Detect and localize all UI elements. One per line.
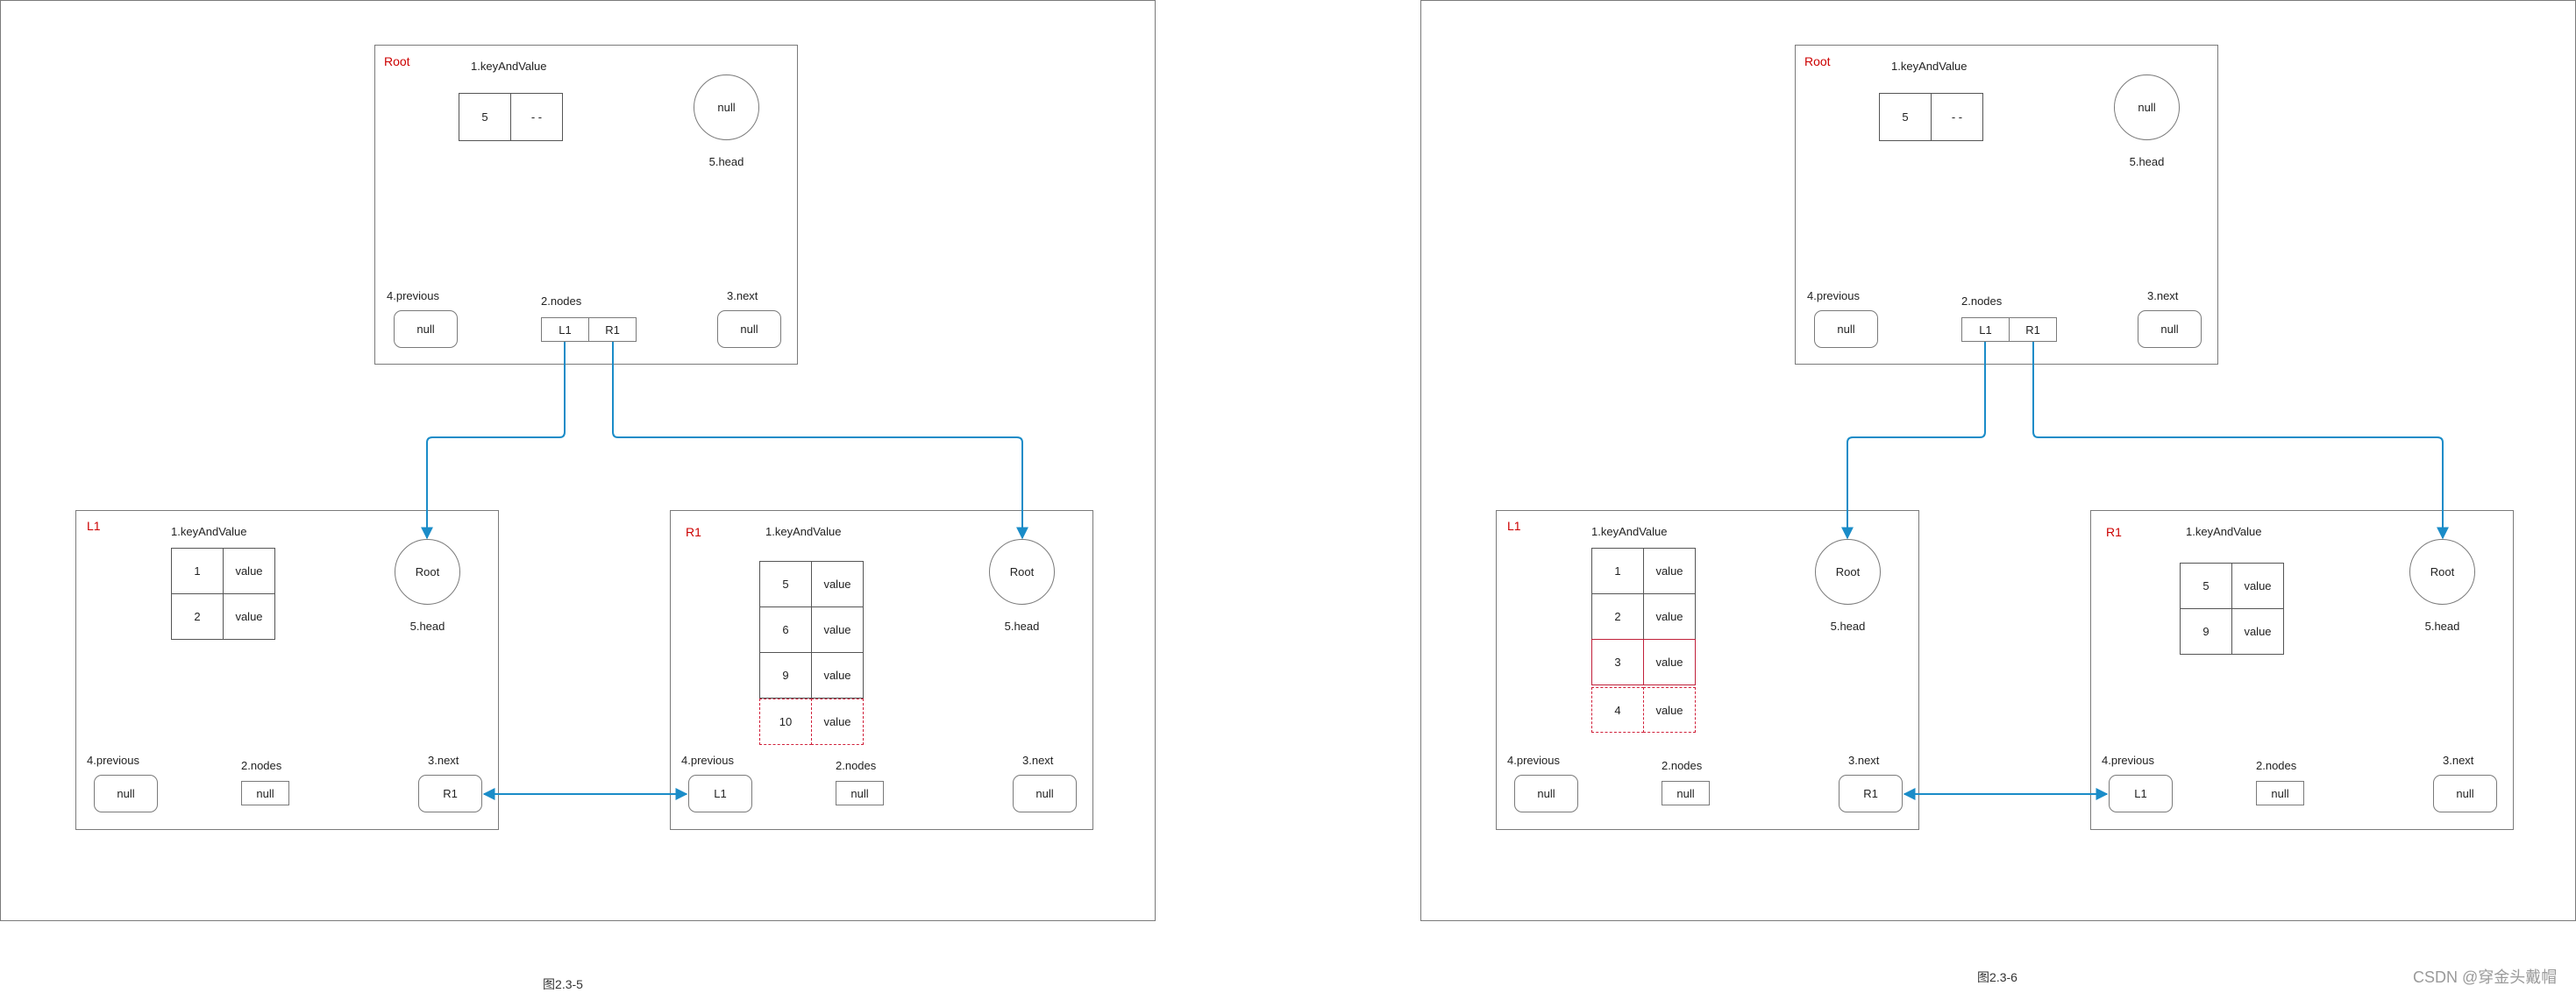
previous-label: 4.previous	[1807, 289, 1860, 302]
head-circle: Root	[989, 539, 1055, 605]
nodes-label: 2.nodes	[541, 294, 582, 308]
nodes-cell-l1: L1	[1961, 317, 2010, 342]
node-name: Root	[1804, 54, 1831, 68]
previous-pill: L1	[2109, 775, 2173, 812]
nodes-cell-r1: R1	[588, 317, 637, 342]
entry-value: value	[223, 593, 275, 640]
previous-pill: null	[94, 775, 158, 812]
nodes-label: 2.nodes	[2256, 759, 2297, 772]
node-name: Root	[384, 54, 410, 68]
previous-label: 4.previous	[2102, 754, 2154, 767]
next-pill: R1	[418, 775, 482, 812]
next-pill: null	[2433, 775, 2497, 812]
keyandvalue-label: 1.keyAndValue	[2186, 525, 2262, 538]
figure-caption: 图2.3-6	[1977, 970, 2017, 984]
entry-value: value	[2231, 563, 2284, 609]
nodes-label: 2.nodes	[241, 759, 282, 772]
entry-value: - -	[510, 93, 563, 141]
head-label: 5.head	[708, 155, 744, 168]
nodes-cell-r1: R1	[2009, 317, 2057, 342]
next-label: 3.next	[1022, 754, 1054, 767]
new-entry-value: value	[811, 699, 864, 745]
entry-value: value	[2231, 608, 2284, 655]
previous-label: 4.previous	[681, 754, 734, 767]
next-label: 3.next	[428, 754, 459, 767]
node-name: L1	[1507, 519, 1521, 533]
previous-label: 4.previous	[387, 289, 439, 302]
previous-label: 4.previous	[1507, 754, 1560, 767]
keyandvalue-label: 1.keyAndValue	[1891, 60, 1968, 73]
root-to-r1-arrow	[612, 342, 1028, 540]
entry-key: 2	[171, 593, 224, 640]
entry-key: 3	[1591, 639, 1644, 685]
head-circle: null	[694, 74, 759, 140]
entry-key: 5	[759, 561, 812, 607]
next-pill: R1	[1839, 775, 1903, 812]
next-label: 3.next	[1848, 754, 1880, 767]
nodes-label: 2.nodes	[1662, 759, 1703, 772]
nodes-label: 2.nodes	[836, 759, 877, 772]
previous-pill: null	[394, 310, 458, 348]
head-circle: Root	[2409, 539, 2475, 605]
next-label: 3.next	[2443, 754, 2474, 767]
root-to-l1-arrow	[1841, 342, 1986, 540]
nodes-label: 2.nodes	[1961, 294, 2003, 308]
head-label: 5.head	[1004, 620, 1040, 633]
figure-caption: 图2.3-5	[543, 977, 583, 991]
entry-value: value	[1643, 548, 1696, 594]
head-label: 5.head	[409, 620, 445, 633]
next-pill: null	[717, 310, 781, 348]
previous-label: 4.previous	[87, 754, 139, 767]
new-entry-key: 10	[759, 699, 812, 745]
next-pill: null	[1013, 775, 1077, 812]
head-label: 5.head	[1830, 620, 1866, 633]
entry-key: 5	[459, 93, 511, 141]
head-circle: Root	[1815, 539, 1881, 605]
next-label: 3.next	[2147, 289, 2179, 302]
entry-value: - -	[1931, 93, 1983, 141]
previous-pill: null	[1514, 775, 1578, 812]
entry-value: value	[223, 548, 275, 594]
head-label: 5.head	[2129, 155, 2165, 168]
csdn-watermark: CSDN @穿金头戴帽	[2413, 968, 2558, 986]
root-to-r1-arrow	[2032, 342, 2449, 540]
previous-pill: L1	[688, 775, 752, 812]
entry-key: 9	[759, 652, 812, 699]
next-pill: null	[2138, 310, 2202, 348]
head-circle: null	[2114, 74, 2180, 140]
node-name: L1	[87, 519, 101, 533]
node-name: R1	[2106, 525, 2122, 539]
nodes-cell: null	[836, 781, 884, 805]
next-label: 3.next	[727, 289, 758, 302]
root-to-l1-arrow	[421, 342, 566, 540]
entry-value: value	[1643, 593, 1696, 640]
entry-value: value	[1643, 639, 1696, 685]
entry-key: 5	[1879, 93, 1932, 141]
keyandvalue-label: 1.keyAndValue	[171, 525, 247, 538]
node-name: R1	[686, 525, 701, 539]
new-entry-value: value	[1643, 687, 1696, 733]
entry-value: value	[811, 561, 864, 607]
head-label: 5.head	[2424, 620, 2460, 633]
nodes-cell-l1: L1	[541, 317, 589, 342]
keyandvalue-label: 1.keyAndValue	[765, 525, 842, 538]
entry-key: 1	[171, 548, 224, 594]
previous-pill: null	[1814, 310, 1878, 348]
entry-value: value	[811, 606, 864, 653]
keyandvalue-label: 1.keyAndValue	[1591, 525, 1668, 538]
head-circle: Root	[395, 539, 460, 605]
nodes-cell: null	[1662, 781, 1710, 805]
entry-value: value	[811, 652, 864, 699]
keyandvalue-label: 1.keyAndValue	[471, 60, 547, 73]
nodes-cell: null	[2256, 781, 2304, 805]
nodes-cell: null	[241, 781, 289, 805]
